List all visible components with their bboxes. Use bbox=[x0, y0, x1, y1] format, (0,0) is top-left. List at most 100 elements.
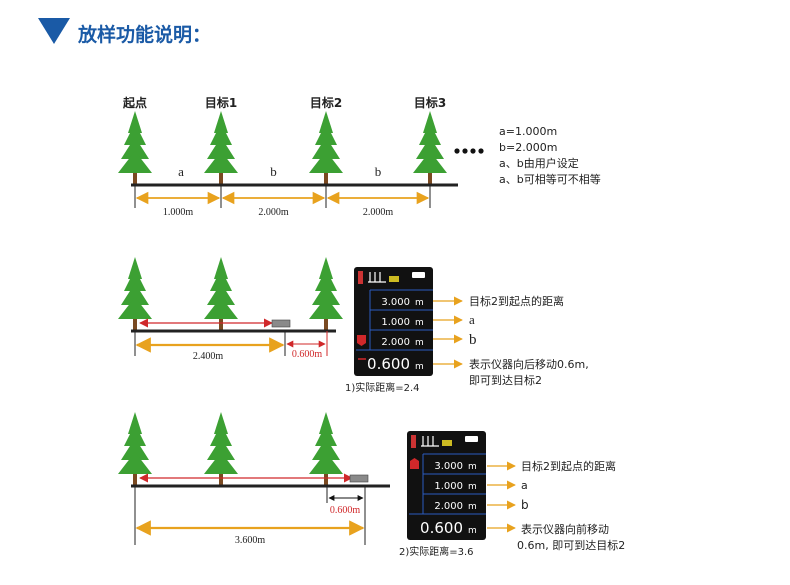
callout-text: 表示仪器向后移动0.6m, bbox=[469, 357, 589, 371]
dimension-label: 3.600m bbox=[235, 535, 266, 546]
target-label: 目标1 bbox=[205, 95, 237, 110]
tree-foliage bbox=[210, 123, 232, 145]
callout-text: b bbox=[469, 332, 477, 348]
tree-foliage bbox=[309, 452, 343, 474]
segment-label: b bbox=[375, 164, 382, 179]
tree-trunk bbox=[133, 311, 137, 331]
continuation-dot bbox=[454, 148, 460, 154]
device-body bbox=[271, 319, 291, 328]
dimension-label: 2.000m bbox=[258, 207, 289, 218]
dimension-label: 1.000m bbox=[163, 207, 194, 218]
tree-icon bbox=[204, 257, 238, 331]
screen-value: 1.000 bbox=[381, 317, 410, 328]
tree-foliage bbox=[124, 269, 146, 291]
tree-foliage bbox=[121, 438, 149, 460]
tree-icon bbox=[309, 257, 343, 331]
tree-icon bbox=[118, 111, 152, 185]
tree-foliage bbox=[312, 283, 340, 305]
tree-foliage bbox=[309, 297, 343, 319]
callout-text: 即可到达目标2 bbox=[469, 373, 542, 387]
tree-foliage bbox=[207, 137, 235, 159]
screen-value: 2.000 bbox=[434, 501, 463, 512]
tree-foliage bbox=[315, 269, 337, 291]
tree-foliage bbox=[124, 123, 146, 145]
tree-foliage bbox=[128, 412, 142, 434]
tree-foliage bbox=[210, 424, 232, 446]
tree-foliage bbox=[121, 137, 149, 159]
mode-icon bbox=[368, 272, 386, 283]
forward-indicator-icon bbox=[410, 458, 419, 469]
tree-trunk bbox=[324, 311, 328, 331]
tree-trunk bbox=[219, 165, 223, 185]
tree-foliage bbox=[128, 111, 142, 133]
tree-foliage bbox=[319, 111, 333, 133]
screen-unit: m bbox=[415, 338, 424, 348]
laser-device-icon bbox=[271, 319, 291, 328]
screen-value: 2.000 bbox=[381, 337, 410, 348]
tree-icon bbox=[204, 111, 238, 185]
tree-foliage bbox=[124, 424, 146, 446]
dimension-label: 2.000m bbox=[363, 207, 394, 218]
callout-text: b bbox=[521, 498, 529, 512]
tree-foliage bbox=[319, 412, 333, 434]
tree-icon bbox=[413, 111, 447, 185]
screen-unit: m bbox=[415, 362, 424, 372]
continuation-dot bbox=[470, 148, 476, 154]
mode-icon bbox=[421, 436, 439, 447]
tree-foliage bbox=[128, 257, 142, 279]
tree-trunk bbox=[324, 165, 328, 185]
note-text: a、b可相等可不相等 bbox=[499, 172, 601, 186]
tree-foliage bbox=[118, 452, 152, 474]
tree-icon bbox=[204, 412, 238, 486]
note-text: a、b由用户设定 bbox=[499, 156, 579, 170]
target-label: 目标3 bbox=[414, 95, 446, 110]
screen-unit: m bbox=[468, 482, 477, 492]
screen-frame bbox=[407, 431, 486, 540]
screen-unit: m bbox=[415, 298, 424, 308]
screen-unit: m bbox=[468, 502, 477, 512]
tree-trunk bbox=[133, 165, 137, 185]
tree-icon bbox=[309, 111, 343, 185]
tree-foliage bbox=[207, 438, 235, 460]
screen-frame bbox=[354, 267, 433, 376]
tree-foliage bbox=[204, 151, 238, 173]
segment-label: b bbox=[270, 164, 277, 179]
laser-device-icon bbox=[349, 474, 369, 483]
signal-indicator bbox=[442, 440, 452, 446]
device-body bbox=[349, 474, 369, 483]
tree-foliage bbox=[204, 452, 238, 474]
tree-foliage bbox=[214, 257, 228, 279]
tree-foliage bbox=[423, 111, 437, 133]
screen-caption: 1)实际距离=2.4 bbox=[345, 381, 420, 394]
battery-indicator bbox=[358, 271, 363, 284]
screen-unit: m bbox=[468, 526, 477, 536]
tree-foliage bbox=[413, 151, 447, 173]
target-label: 目标2 bbox=[310, 95, 342, 110]
note-text: b=2.000m bbox=[499, 141, 557, 154]
page-title: 放样功能说明： bbox=[78, 24, 212, 46]
screen-big-value: 0.600 bbox=[367, 355, 410, 373]
tree-foliage bbox=[312, 438, 340, 460]
screen-unit: m bbox=[468, 462, 477, 472]
tree-foliage bbox=[214, 111, 228, 133]
screen-value: 3.000 bbox=[434, 461, 463, 472]
battery-indicator bbox=[411, 435, 416, 448]
callout-text: 表示仪器向前移动 bbox=[521, 522, 609, 536]
battery-icon bbox=[465, 436, 478, 442]
tree-foliage bbox=[309, 151, 343, 173]
tree-trunk bbox=[428, 165, 432, 185]
tree-foliage bbox=[118, 151, 152, 173]
tree-foliage bbox=[118, 297, 152, 319]
tree-foliage bbox=[121, 283, 149, 305]
tree-foliage bbox=[204, 297, 238, 319]
tree-foliage bbox=[419, 123, 441, 145]
callout-text: a bbox=[521, 479, 528, 492]
note-text: a=1.000m bbox=[499, 125, 557, 138]
target-label: 起点 bbox=[122, 95, 147, 110]
screen-value: 3.000 bbox=[381, 297, 410, 308]
tree-foliage bbox=[315, 123, 337, 145]
tree-foliage bbox=[207, 283, 235, 305]
